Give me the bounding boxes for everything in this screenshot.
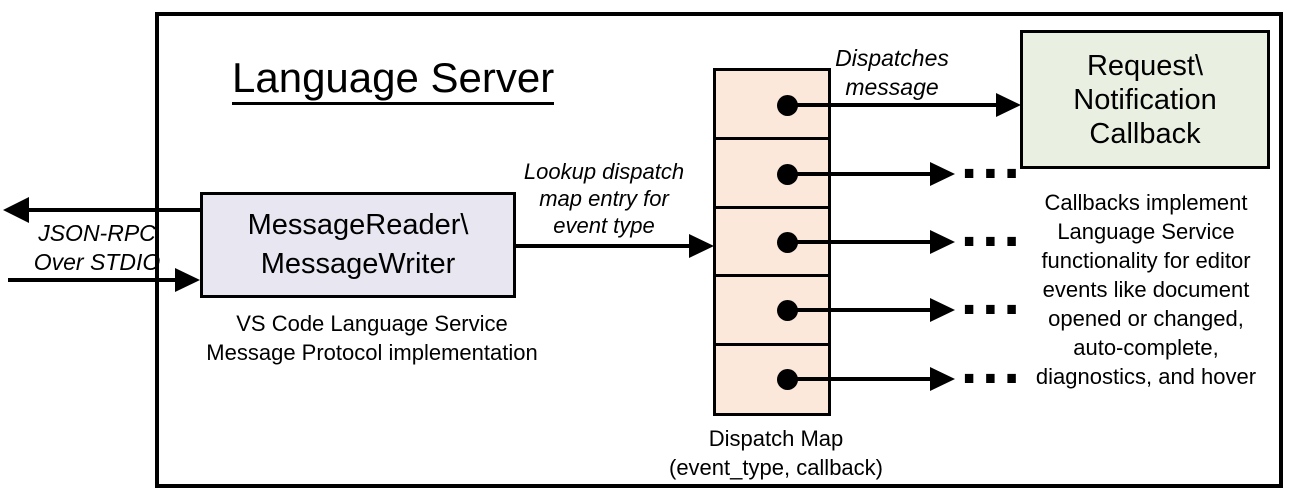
lookup-label: Lookup dispatch map entry for event type [518, 158, 690, 239]
lookup-arrow-line [516, 244, 690, 248]
dispatch-map-divider [716, 274, 828, 277]
dispatches-label-line1: Dispatches [835, 45, 949, 71]
dispatch-map-caption: Dispatch Map (event_type, callback) [656, 424, 896, 482]
reader-box-line1: MessageReader\ [247, 209, 469, 241]
ellipsis-3: ... [960, 202, 1024, 258]
reader-box-caption: VS Code Language Service Message Protoco… [182, 309, 562, 367]
dispatch-arrow-line-5 [787, 377, 931, 381]
stdio-out-arrowhead-icon [3, 197, 29, 223]
callbacks-note-line6: auto-complete, [1073, 335, 1219, 360]
dispatch-arrowhead-icon-5 [930, 367, 955, 391]
callbacks-note-line7: diagnostics, and hover [1035, 364, 1257, 389]
ellipsis-5: ... [960, 339, 1024, 395]
lookup-label-line1: Lookup dispatch [523, 159, 685, 184]
json-rpc-label-line2: Over STDIO [33, 249, 161, 275]
callback-box-line3: Callback [1089, 117, 1201, 150]
ellipsis-2: ... [960, 134, 1024, 190]
dispatch-arrow-line-4 [787, 308, 931, 312]
dispatch-arrow-line-1 [787, 103, 997, 107]
callbacks-note-line2: Language Service [1057, 219, 1235, 244]
callbacks-note-line4: events like document [1042, 277, 1250, 302]
callbacks-note-line5: opened or changed, [1048, 306, 1244, 331]
lookup-label-line3: event type [553, 213, 655, 238]
stdio-in-arrow-line [8, 278, 176, 282]
callback-box-line1: Request\ [1086, 49, 1204, 82]
stdio-out-arrow-line [24, 208, 200, 212]
dispatch-arrowhead-icon-3 [930, 230, 955, 254]
diagram-title: Language Server [232, 55, 555, 105]
dispatch-map-caption-line1: Dispatch Map [708, 426, 844, 451]
callbacks-note-line1: Callbacks implement [1044, 190, 1248, 215]
lookup-arrowhead-icon [689, 234, 714, 258]
dispatch-map-divider [716, 343, 828, 346]
dispatches-message-label: Dispatches message [818, 44, 966, 102]
dispatch-map-caption-line2: (event_type, callback) [669, 455, 883, 480]
lookup-label-line2: map entry for [539, 186, 669, 211]
ellipsis-4: ... [960, 270, 1024, 326]
dispatches-label-line2: message [845, 74, 939, 100]
dispatch-arrowhead-icon-2 [930, 162, 955, 186]
dispatch-arrow-line-2 [787, 172, 931, 176]
callback-box-line2: Notification [1073, 83, 1217, 116]
reader-caption-line1: VS Code Language Service [236, 311, 508, 336]
request-notification-callback-box: Request\ Notification Callback [1020, 30, 1270, 169]
dispatch-arrowhead-icon-1 [996, 93, 1021, 117]
dispatch-arrow-line-3 [787, 240, 931, 244]
dispatch-arrowhead-icon-4 [930, 298, 955, 322]
json-rpc-label-line1: JSON-RPC [38, 220, 156, 246]
dispatch-map-divider [716, 206, 828, 209]
reader-caption-line2: Message Protocol implementation [206, 340, 538, 365]
callbacks-note: Callbacks implement Language Service fun… [1014, 188, 1278, 391]
message-reader-writer-box: MessageReader\ MessageWriter [200, 192, 516, 298]
reader-box-line2: MessageWriter [260, 248, 456, 280]
dispatch-map-divider [716, 137, 828, 140]
stdio-in-arrowhead-icon [175, 268, 200, 292]
json-rpc-label: JSON-RPC Over STDIO [18, 219, 176, 277]
callbacks-note-line3: functionality for editor [1041, 248, 1251, 273]
